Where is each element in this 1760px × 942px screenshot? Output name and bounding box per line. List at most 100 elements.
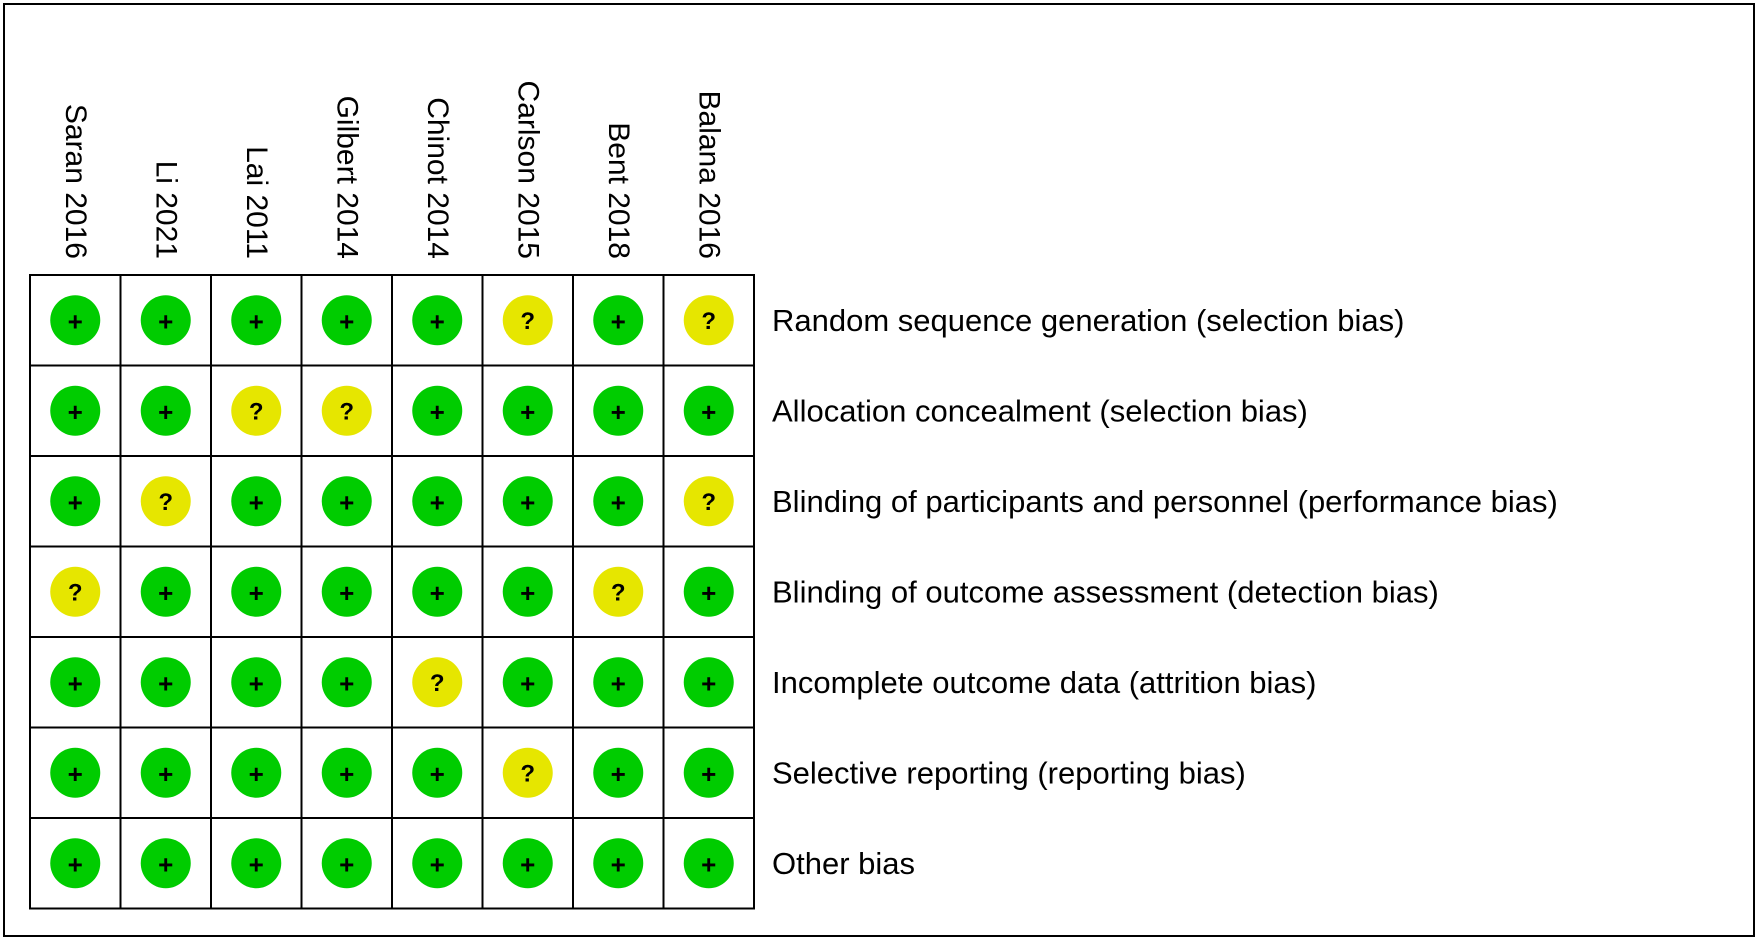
judgement-symbol: + bbox=[430, 306, 445, 336]
low-risk-marker bbox=[140, 838, 191, 889]
judgement-symbol: + bbox=[68, 397, 83, 427]
judgement-symbol: + bbox=[520, 487, 535, 517]
judgement-symbol: + bbox=[249, 578, 264, 608]
judgement-symbol: + bbox=[68, 759, 83, 789]
low-risk-marker bbox=[321, 838, 372, 889]
domain-label: Blinding of participants and personnel (… bbox=[772, 484, 1558, 519]
judgement-symbol: + bbox=[611, 306, 626, 336]
low-risk-marker bbox=[683, 566, 734, 617]
judgement-symbol: + bbox=[339, 668, 354, 698]
judgement-symbol: + bbox=[520, 849, 535, 879]
judgement-symbol: ? bbox=[611, 579, 626, 606]
domain-label: Selective reporting (reporting bias) bbox=[772, 755, 1246, 790]
unclear-risk-marker bbox=[412, 657, 463, 708]
low-risk-marker bbox=[321, 747, 372, 798]
judgement-grid: +++++?+?++??+++++?+++++??+++++?+++++?+++… bbox=[29, 274, 755, 910]
low-risk-marker bbox=[231, 476, 282, 527]
judgement-symbol: + bbox=[249, 759, 264, 789]
judgement-symbol: + bbox=[611, 849, 626, 879]
low-risk-marker bbox=[50, 385, 101, 436]
judgement-symbol: + bbox=[68, 849, 83, 879]
judgement-symbol: ? bbox=[520, 308, 535, 335]
low-risk-marker bbox=[321, 566, 372, 617]
low-risk-marker bbox=[683, 838, 734, 889]
low-risk-marker bbox=[140, 295, 191, 346]
low-risk-marker bbox=[593, 385, 644, 436]
unclear-risk-marker bbox=[140, 476, 191, 527]
study-label: Bent 2018 bbox=[602, 122, 635, 259]
grid-cell bbox=[119, 455, 212, 548]
low-risk-marker bbox=[502, 385, 553, 436]
judgement-symbol: + bbox=[430, 759, 445, 789]
judgement-symbol: + bbox=[68, 306, 83, 336]
judgement-symbol: + bbox=[611, 668, 626, 698]
low-risk-marker bbox=[683, 385, 734, 436]
judgement-symbol: + bbox=[158, 668, 173, 698]
unclear-risk-marker bbox=[683, 295, 734, 346]
judgement-symbol: ? bbox=[339, 398, 354, 425]
low-risk-marker bbox=[231, 295, 282, 346]
judgement-symbol: + bbox=[430, 849, 445, 879]
study-label: Li 2021 bbox=[149, 161, 182, 259]
low-risk-marker bbox=[593, 657, 644, 708]
judgement-symbol: + bbox=[701, 668, 716, 698]
domain-label: Blinding of outcome assessment (detectio… bbox=[772, 574, 1439, 609]
low-risk-marker bbox=[412, 476, 463, 527]
judgement-symbol: + bbox=[68, 668, 83, 698]
unclear-risk-marker bbox=[593, 566, 644, 617]
study-label: Gilbert 2014 bbox=[330, 96, 363, 259]
judgement-symbol: + bbox=[339, 849, 354, 879]
judgement-symbol: + bbox=[249, 487, 264, 517]
study-label: Saran 2016 bbox=[59, 104, 92, 259]
low-risk-marker bbox=[593, 476, 644, 527]
judgement-symbol: ? bbox=[249, 398, 264, 425]
low-risk-marker bbox=[502, 476, 553, 527]
judgement-symbol: + bbox=[430, 487, 445, 517]
judgement-symbol: + bbox=[158, 306, 173, 336]
judgement-symbol: + bbox=[339, 578, 354, 608]
low-risk-marker bbox=[50, 295, 101, 346]
low-risk-marker bbox=[321, 476, 372, 527]
judgement-symbol: + bbox=[68, 487, 83, 517]
low-risk-marker bbox=[140, 747, 191, 798]
judgement-symbol: ? bbox=[701, 308, 716, 335]
judgement-symbol: + bbox=[701, 397, 716, 427]
judgement-symbol: ? bbox=[701, 489, 716, 516]
judgement-symbol: + bbox=[611, 487, 626, 517]
grid-cell bbox=[210, 364, 303, 457]
unclear-risk-marker bbox=[321, 385, 372, 436]
low-risk-marker bbox=[231, 657, 282, 708]
study-label: Balana 2016 bbox=[692, 91, 725, 260]
judgement-symbol: + bbox=[430, 397, 445, 427]
domain-labels: Random sequence generation (selection bi… bbox=[772, 303, 1558, 881]
study-label: Chinot 2014 bbox=[421, 97, 454, 259]
judgement-symbol: + bbox=[158, 849, 173, 879]
judgement-symbol: ? bbox=[158, 489, 173, 516]
low-risk-marker bbox=[321, 295, 372, 346]
judgement-symbol: + bbox=[339, 306, 354, 336]
judgement-symbol: ? bbox=[430, 670, 445, 697]
low-risk-marker bbox=[50, 476, 101, 527]
judgement-symbol: + bbox=[701, 849, 716, 879]
judgement-symbol: + bbox=[701, 759, 716, 789]
unclear-risk-marker bbox=[502, 295, 553, 346]
low-risk-marker bbox=[412, 385, 463, 436]
low-risk-marker bbox=[412, 295, 463, 346]
judgement-symbol: + bbox=[611, 759, 626, 789]
judgement-symbol: + bbox=[249, 306, 264, 336]
judgement-symbol: + bbox=[249, 668, 264, 698]
judgement-symbol: + bbox=[339, 759, 354, 789]
grid-cell bbox=[210, 817, 303, 910]
unclear-risk-marker bbox=[683, 476, 734, 527]
low-risk-marker bbox=[50, 838, 101, 889]
judgement-symbol: + bbox=[520, 668, 535, 698]
low-risk-marker bbox=[683, 747, 734, 798]
judgement-symbol: + bbox=[158, 397, 173, 427]
low-risk-marker bbox=[593, 295, 644, 346]
low-risk-marker bbox=[140, 657, 191, 708]
low-risk-marker bbox=[502, 657, 553, 708]
low-risk-marker bbox=[231, 838, 282, 889]
low-risk-marker bbox=[593, 838, 644, 889]
